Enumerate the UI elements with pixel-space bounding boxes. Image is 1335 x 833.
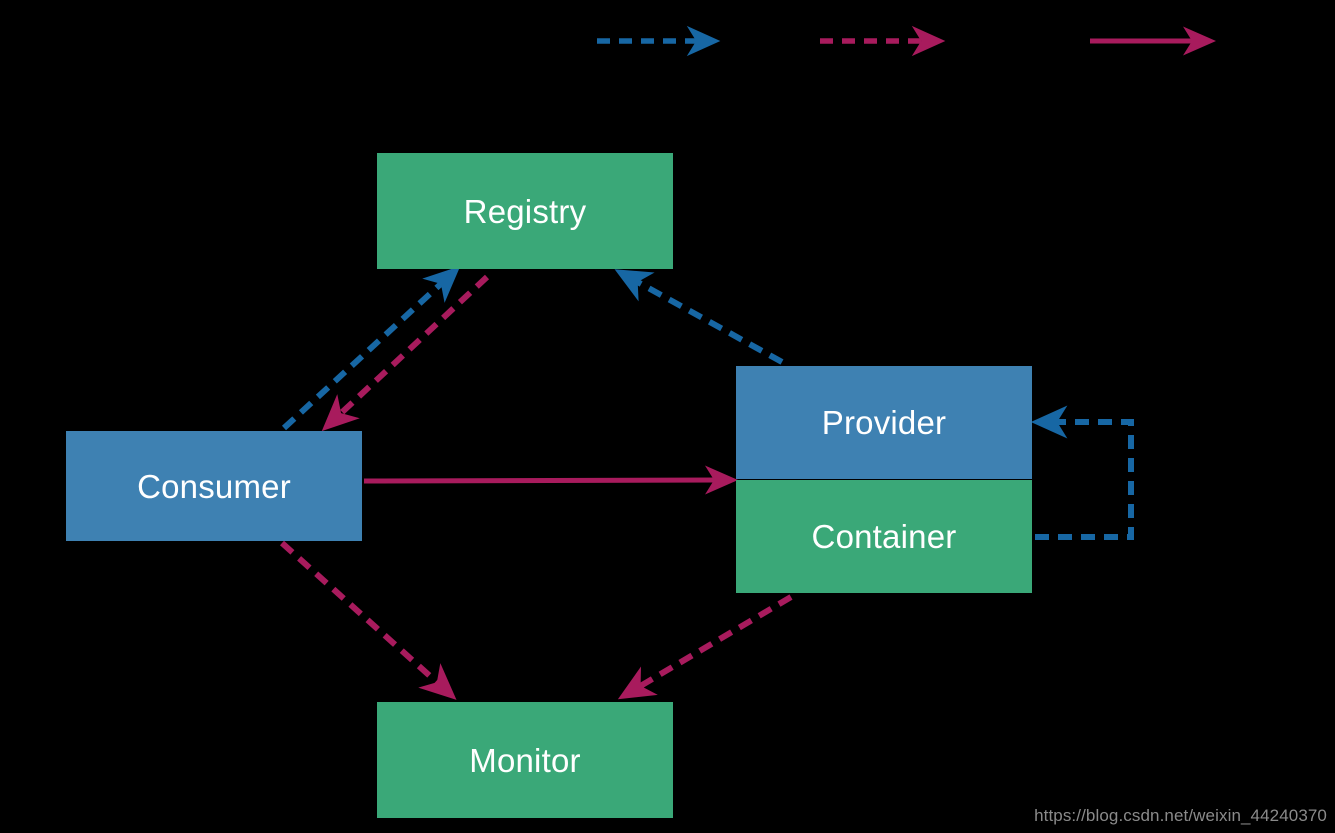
edge-consumer-to-provider xyxy=(363,465,738,495)
edge-consumer-to-monitor xyxy=(279,540,457,700)
node-container-label: Container xyxy=(811,518,957,555)
node-provider[interactable]: Provider xyxy=(736,366,1032,479)
node-consumer[interactable]: Consumer xyxy=(66,431,362,541)
node-registry-label: Registry xyxy=(463,192,587,230)
node-monitor-label: Monitor xyxy=(469,741,581,779)
node-consumer-label: Consumer xyxy=(137,467,291,505)
edge-container-to-monitor xyxy=(617,594,793,700)
watermark: https://blog.csdn.net/weixin_44240370 xyxy=(1034,806,1327,825)
edge-consumer-to-registry xyxy=(281,265,461,431)
node-registry[interactable]: Registry xyxy=(377,153,673,269)
node-monitor[interactable]: Monitor xyxy=(377,702,673,818)
edge-provider-to-registry xyxy=(614,269,784,365)
node-provider-label: Provider xyxy=(821,404,947,441)
edge-registry-to-consumer xyxy=(321,274,490,432)
edge-container-to-provider-loop xyxy=(1030,405,1134,540)
node-container[interactable]: Container xyxy=(736,480,1032,593)
